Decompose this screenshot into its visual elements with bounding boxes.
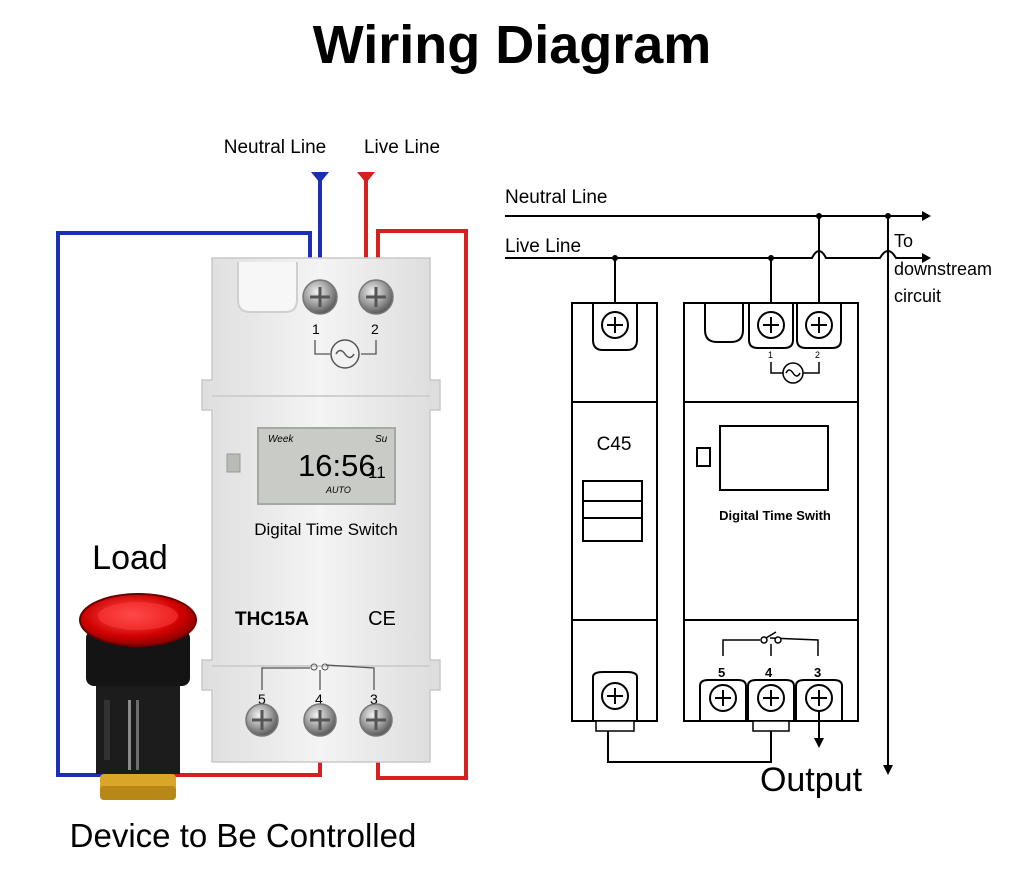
arrow-down-icon [883,765,893,775]
load-label: Load [92,539,168,577]
arrow-down-icon [814,738,824,748]
right-device-name: Digital Time Swith [719,508,831,523]
left-terminal-2-label: 2 [371,321,379,337]
left-neutral-line-label: Neutral Line [224,137,326,158]
arrow-right-icon [922,253,931,263]
lcd-screen [257,427,396,505]
time-switch-schematic: 1 2 Digital Time Swith 5 4 3 [683,302,859,732]
indicator-lamp-load [79,593,197,800]
left-terminal-5-label: 5 [258,691,266,707]
breaker-model: C45 [597,434,632,455]
breaker-c45: C45 [571,302,658,732]
digital-time-switch-photo: 1 2 Week Su 16:56 11 AUTO Digital Time S… [201,257,441,763]
page-title: Wiring Diagram [312,15,712,75]
downstream-label: downstream [894,259,992,279]
left-device-name: Digital Time Switch [254,520,398,539]
led-indicator [226,453,241,473]
lcd-day-label: Su [375,434,388,445]
led-indicator [696,447,711,467]
neutral-arrow-icon [311,172,329,183]
left-terminal-4-label: 4 [315,691,323,707]
breaker-to-terminal-4-wire [607,731,772,763]
lcd-week-label: Week [268,434,294,445]
neutral-wire-to-load [56,231,312,777]
right-terminal-3-label: 3 [814,665,821,680]
right-terminal-1-label: 1 [768,350,773,360]
lcd-time: 16:56 [298,448,376,483]
live-bus-line [505,250,922,259]
lcd-mode: AUTO [325,485,351,495]
circuit-label: circuit [894,286,941,306]
right-terminal-5-label: 5 [718,665,725,680]
left-terminal-1-label: 1 [312,321,320,337]
model-label: THC15A [235,609,309,630]
output-label: Output [760,761,863,799]
arrow-right-icon [922,211,931,221]
ce-mark: CE [368,608,396,630]
left-wiring: Neutral Line Live Line 1 2 [56,137,468,854]
right-terminal-2-label: 2 [815,350,820,360]
left-terminal-3-label: 3 [370,691,378,707]
live-arrow-icon [357,172,375,183]
to-label: To [894,231,913,251]
left-live-line-label: Live Line [364,137,440,158]
lcd-screen [719,425,829,491]
lcd-seconds: 11 [368,463,386,482]
device-caption: Device to Be Controlled [70,817,417,854]
right-neutral-line-label: Neutral Line [505,187,607,208]
live-wire-to-terminal-3 [376,229,468,780]
right-schematic: Neutral Line Live Line To downstream cir… [505,187,992,799]
right-live-line-label: Live Line [505,236,581,257]
right-terminal-4-label: 4 [765,665,773,680]
